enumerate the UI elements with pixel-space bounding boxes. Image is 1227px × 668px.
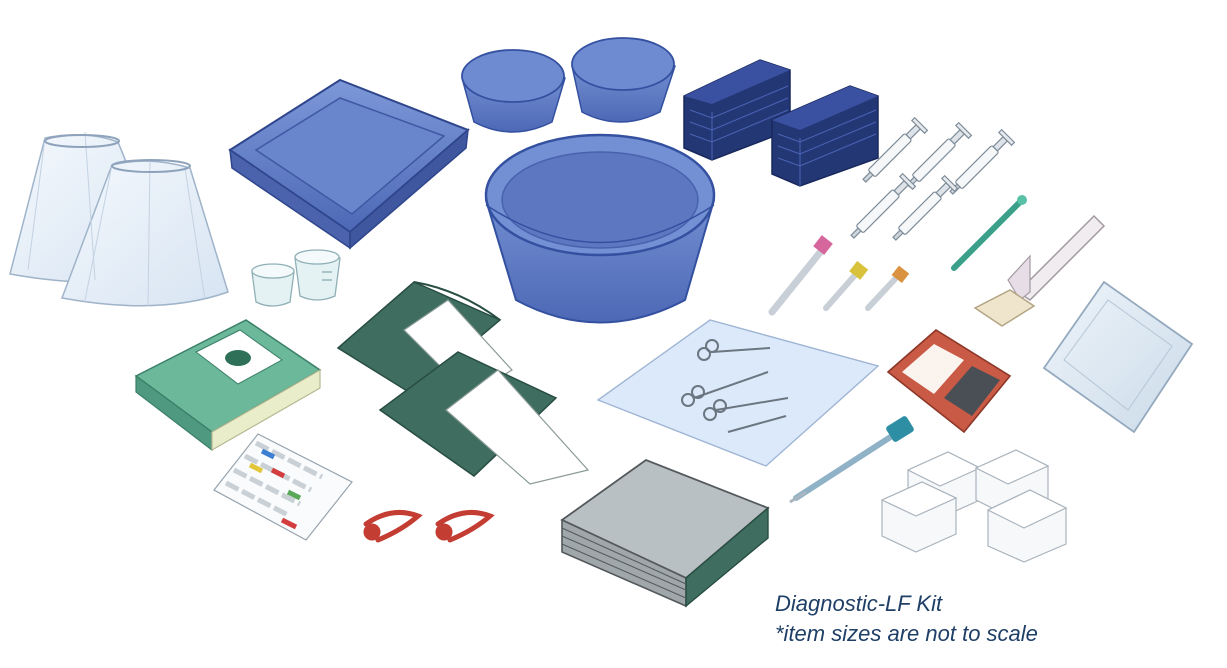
clear-bag-icon (1042, 280, 1194, 434)
syringe-icon (850, 116, 1016, 241)
towel-stack-icon (683, 59, 879, 187)
large-basin-icon (484, 133, 716, 324)
cord-clamp-icon (363, 509, 495, 543)
label-sheet-icon (213, 433, 353, 541)
tube-icon (768, 235, 910, 316)
instrument-tray-icon (596, 319, 880, 467)
gauze-stack-icon (880, 449, 1068, 563)
id-card-icon (886, 329, 1012, 434)
kit-name-caption: Diagnostic-LF Kit (775, 591, 943, 616)
tray-icon (228, 78, 470, 250)
forceps-icon (681, 339, 789, 433)
drape-icon (336, 281, 590, 485)
applicator-icon (973, 214, 1106, 327)
folded-drape-stack-icon (560, 458, 770, 608)
needle-icon (789, 416, 914, 504)
mesh-bag-icon (9, 131, 229, 307)
swab-icon (951, 195, 1027, 271)
small-bowl-icon (461, 37, 676, 133)
specimen-cup-icon (251, 249, 341, 307)
scale-note-caption: *item sizes are not to scale (775, 621, 1038, 646)
csr-wrap-icon (134, 319, 322, 452)
